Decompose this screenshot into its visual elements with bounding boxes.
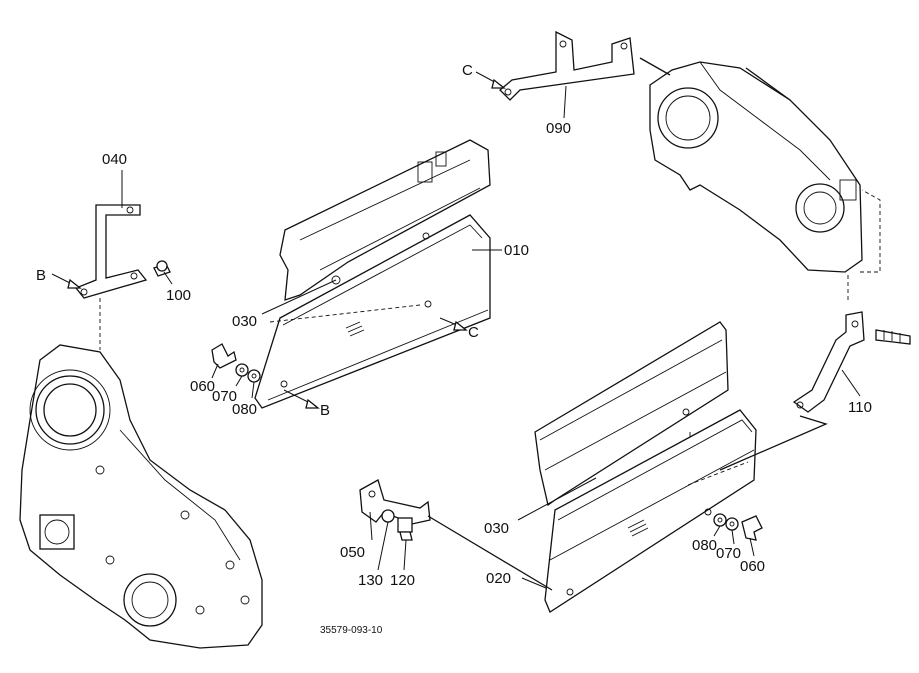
callout-labels: 040 100 B 030 010 C 060 070 080 B C 090 …: [36, 62, 872, 636]
callout-c-bracket: C: [462, 62, 473, 79]
callout-080-left: 080: [232, 401, 257, 418]
callout-030-lower: 030: [484, 520, 509, 537]
gear-case-cover: [649, 61, 863, 273]
washer-080-right: [713, 513, 727, 527]
callout-b-left: B: [36, 267, 46, 284]
callout-040: 040: [102, 151, 127, 168]
callout-050: 050: [340, 544, 365, 561]
bracket-050: [359, 479, 431, 525]
figure-reference-code: 35579-093-10: [320, 625, 383, 636]
washer-070-left: [235, 363, 249, 377]
callout-080-right: 080: [692, 537, 717, 554]
belt-cover-020: [544, 409, 757, 613]
bracket-040: [74, 204, 148, 299]
callout-b-cover: B: [320, 402, 330, 419]
callout-070-right: 070: [716, 545, 741, 562]
rear-cover-plate-lower: [534, 321, 729, 507]
callout-120: 120: [390, 572, 415, 589]
stud-right: [875, 329, 911, 345]
callout-060-left: 060: [190, 378, 215, 395]
callout-090: 090: [546, 120, 571, 137]
gear-case-housing: [19, 344, 263, 649]
callout-c-cover: C: [468, 324, 479, 341]
bracket-090: [499, 30, 635, 101]
callout-010: 010: [504, 242, 529, 259]
bolt-130: [381, 509, 395, 523]
callout-060-right: 060: [740, 558, 765, 575]
callout-070-left: 070: [212, 388, 237, 405]
callout-110: 110: [848, 399, 872, 416]
washer-070-right: [725, 517, 739, 531]
callout-020: 020: [486, 570, 511, 587]
washer-080-left: [247, 369, 261, 383]
belt-cover-010: [254, 214, 491, 409]
leader-lines: [51, 71, 861, 589]
rear-cover-plate-upper: [279, 139, 491, 301]
assembly-lines: [99, 57, 881, 591]
callout-130: 130: [358, 572, 383, 589]
wing-bolt-060-left: [211, 343, 237, 369]
callout-100: 100: [166, 287, 191, 304]
bolt-100: [153, 260, 171, 277]
bolt-120: [397, 517, 413, 541]
callout-030-upper: 030: [232, 313, 257, 330]
bracket-110: [792, 311, 865, 413]
wing-bolt-060-right: [741, 515, 763, 541]
